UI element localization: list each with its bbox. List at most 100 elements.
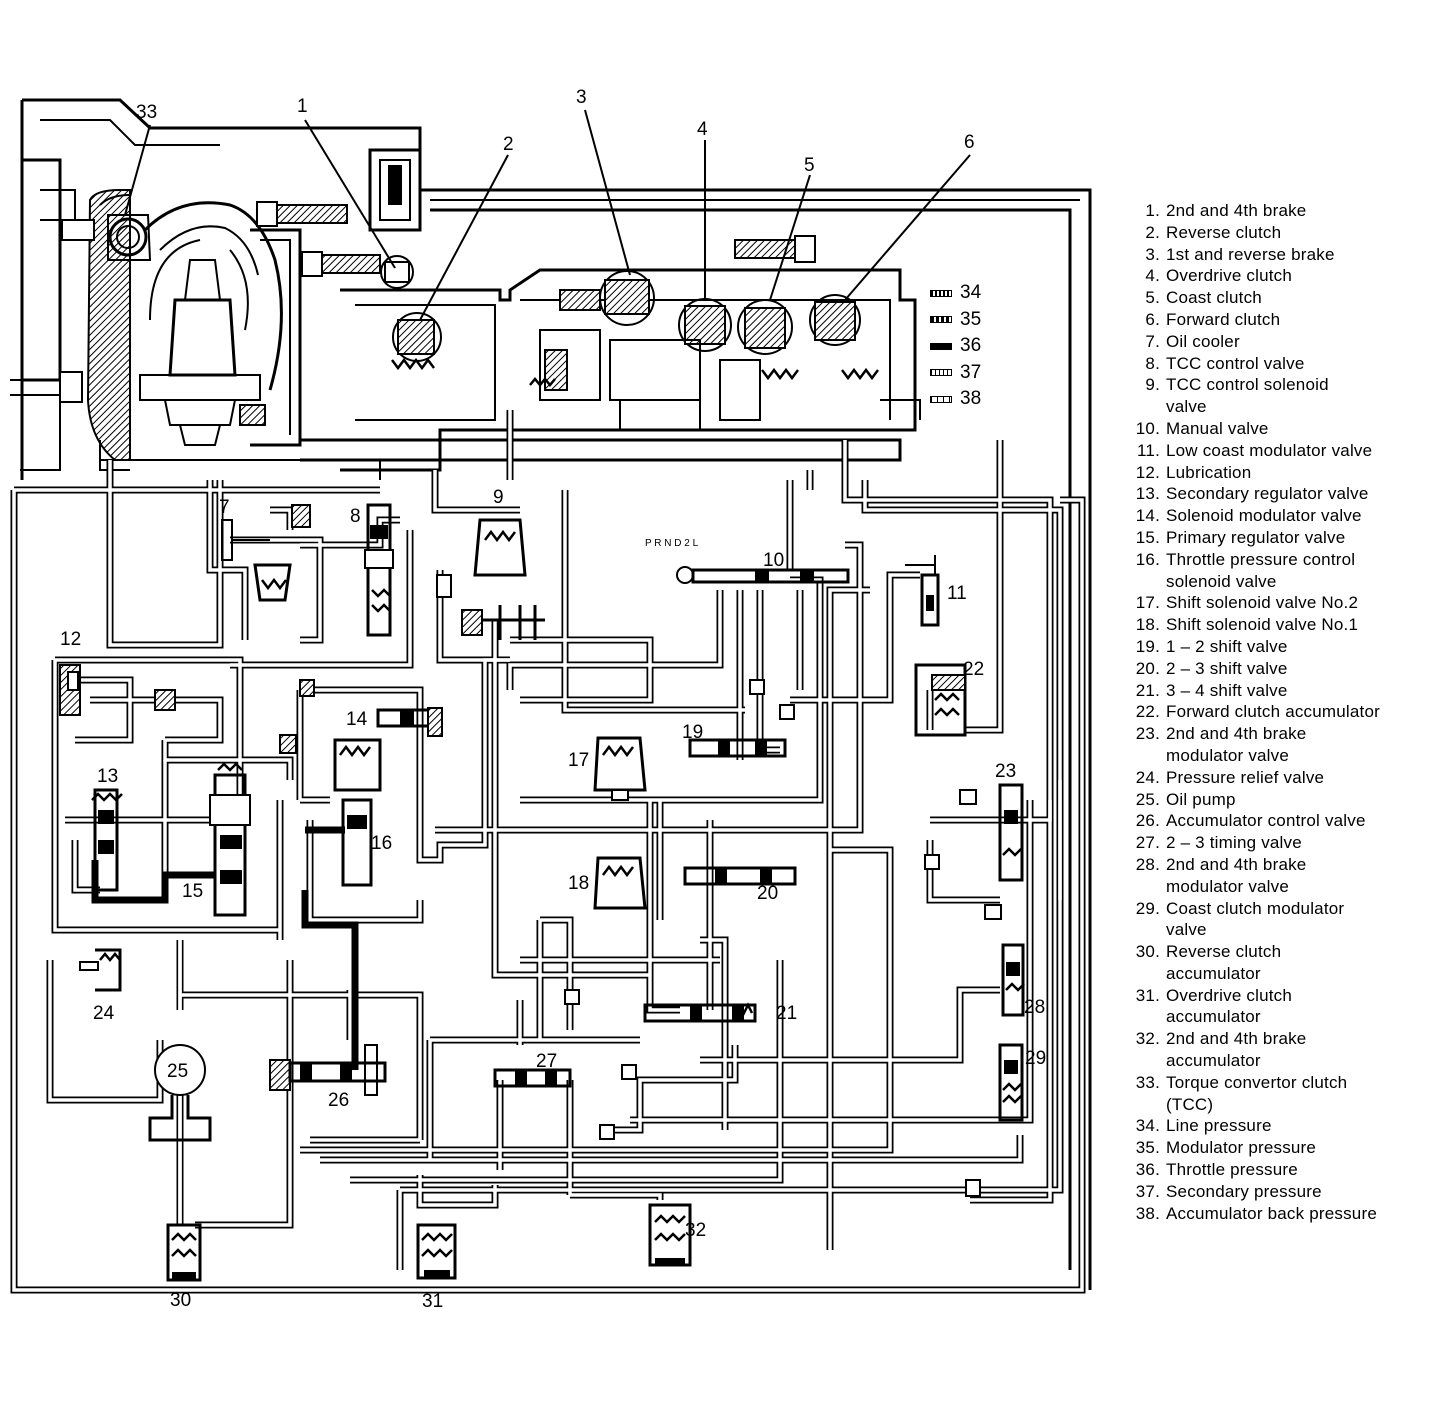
legend-item: 37.Secondary pressure — [1118, 1181, 1428, 1203]
legend-item: 19. 1 – 2 shift valve — [1118, 636, 1428, 658]
valve-components — [59, 503, 1025, 1282]
legend-item: 29.Coast clutch modulator valve — [1118, 898, 1428, 942]
legend-item: 28.2nd and 4th brake modulator valve — [1118, 854, 1428, 898]
pressure-relief-valve — [79, 948, 122, 992]
low-coast-modulator-valve — [905, 555, 940, 627]
legend-text: 3 – 4 shift valve — [1166, 680, 1288, 700]
legend-number: 21. — [1135, 680, 1160, 700]
callout-28: 28 — [1024, 997, 1045, 1018]
shift-valve-3-4 — [643, 1002, 757, 1023]
throttle-pressure-control-solenoid — [333, 738, 382, 887]
legend-number: 2. — [1145, 222, 1160, 242]
legend-text: Accumulator back pressure — [1166, 1203, 1377, 1223]
legend-number: 26. — [1135, 811, 1160, 831]
legend-text: Torque convertor clutch (TCC) — [1166, 1072, 1348, 1114]
legend-number: 17. — [1135, 593, 1160, 613]
secondary-regulator-valve — [91, 788, 123, 892]
pressure-key-label: 34 — [960, 282, 982, 304]
solenoid-modulator-valve — [376, 707, 443, 737]
legend-text: Manual valve — [1166, 418, 1269, 438]
legend-item: 21. 3 – 4 shift valve — [1118, 680, 1428, 702]
pressure-key-line: 34 — [930, 280, 1020, 307]
accumulator-back-pressure-swatch — [930, 395, 952, 403]
legend-number: 28. — [1135, 854, 1160, 874]
callout-32: 32 — [685, 1220, 706, 1241]
legend-number: 13. — [1135, 484, 1160, 504]
legend-item: 18.Shift solenoid valve No.1 — [1118, 614, 1428, 636]
callout-18: 18 — [568, 873, 589, 894]
legend-number: 7. — [1145, 331, 1160, 351]
transmission-case-section — [10, 98, 1092, 1290]
brake-accumulator — [648, 1203, 692, 1267]
legend-number: 1. — [1145, 201, 1160, 220]
clutch-pack-2 — [391, 312, 442, 371]
callout-10: 10 — [763, 550, 784, 571]
bolt-2 — [301, 251, 381, 277]
bolt-3 — [734, 235, 816, 263]
legend-number: 14. — [1135, 506, 1160, 526]
callout-11: 11 — [947, 583, 967, 604]
legend-item: 36.Throttle pressure — [1118, 1159, 1428, 1181]
legend-number: 16. — [1135, 549, 1160, 569]
legend-text: Solenoid modulator valve — [1166, 506, 1362, 526]
shift-valve-2-3 — [683, 866, 797, 886]
legend-number: 29. — [1135, 898, 1160, 918]
legend-text: 2 – 3 timing valve — [1166, 833, 1302, 853]
legend-number: 25. — [1135, 789, 1160, 809]
legend-text: TCC control valve — [1166, 353, 1305, 373]
legend-item: 10.Manual valve — [1118, 418, 1428, 440]
legend-text: Throttle pressure — [1166, 1160, 1298, 1180]
legend-number: 33. — [1135, 1072, 1160, 1092]
legend-number: 8. — [1145, 353, 1160, 373]
pressure-key: 34 35 36 37 38 — [930, 280, 1020, 413]
legend-number: 15. — [1135, 527, 1160, 547]
callout-24: 24 — [93, 1003, 115, 1024]
callout-26: 26 — [328, 1090, 349, 1111]
callout-27: 27 — [536, 1051, 557, 1072]
legend-text: Overdrive clutch — [1166, 266, 1293, 286]
reverse-clutch-accumulator — [166, 1223, 202, 1282]
callout-16: 16 — [371, 833, 392, 854]
oil-pump — [148, 1044, 212, 1142]
legend-number: 9. — [1145, 375, 1160, 395]
clutch-pack-3 — [599, 270, 655, 326]
legend-item: 27.2 – 3 timing valve — [1118, 832, 1428, 854]
legend-item: 31.Overdrive clutch accumulator — [1118, 985, 1428, 1029]
legend-item: 3.1st and reverse brake — [1118, 244, 1428, 266]
callout-31: 31 — [422, 1291, 443, 1312]
clutch-pack-4 — [678, 298, 732, 352]
legend-text: Oil pump — [1166, 789, 1236, 809]
legend-item: 6.Forward clutch — [1118, 309, 1428, 331]
shift-valve-1-2 — [688, 679, 795, 758]
callout-23: 23 — [995, 761, 1016, 782]
accumulator-control-valve — [269, 1044, 387, 1096]
legend-item: 9.TCC control solenoid valve — [1118, 374, 1428, 418]
legend-text: Forward clutch accumulator — [1166, 702, 1380, 722]
legend-number: 11. — [1137, 440, 1160, 460]
throttle-pressure-swatch — [930, 342, 952, 350]
legend-text: Lubrication — [1166, 462, 1252, 482]
legend-number: 38. — [1135, 1203, 1160, 1223]
legend-item: 13.Secondary regulator valve — [1118, 483, 1428, 505]
legend-text: Oil cooler — [1166, 331, 1240, 351]
legend-number: 24. — [1135, 767, 1160, 787]
legend-text: 1 – 2 shift valve — [1166, 636, 1288, 656]
oil-cooler — [221, 504, 311, 602]
legend-number: 19. — [1135, 636, 1160, 656]
callout-25: 25 — [167, 1061, 188, 1082]
callout-29: 29 — [1025, 1048, 1046, 1069]
callout-9: 9 — [493, 487, 504, 508]
pressure-key-label: 38 — [960, 388, 982, 410]
legend-text: Line pressure — [1166, 1116, 1272, 1136]
legend-item: 8. TCC control valve — [1118, 353, 1428, 375]
shift-solenoid-no2 — [593, 736, 647, 801]
legend-item: 24.Pressure relief valve — [1118, 767, 1428, 789]
pressure-key-throttle: 36 — [930, 333, 1020, 360]
callout-21: 21 — [776, 1003, 797, 1024]
callout-1: 1 — [297, 96, 308, 117]
legend-text: 2nd and 4th brake modulator valve — [1166, 724, 1307, 765]
legend-text: 2 – 3 shift valve — [1166, 658, 1288, 678]
legend-item: 17.Shift solenoid valve No.2 — [1118, 592, 1428, 614]
legend-number: 3. — [1145, 244, 1160, 264]
